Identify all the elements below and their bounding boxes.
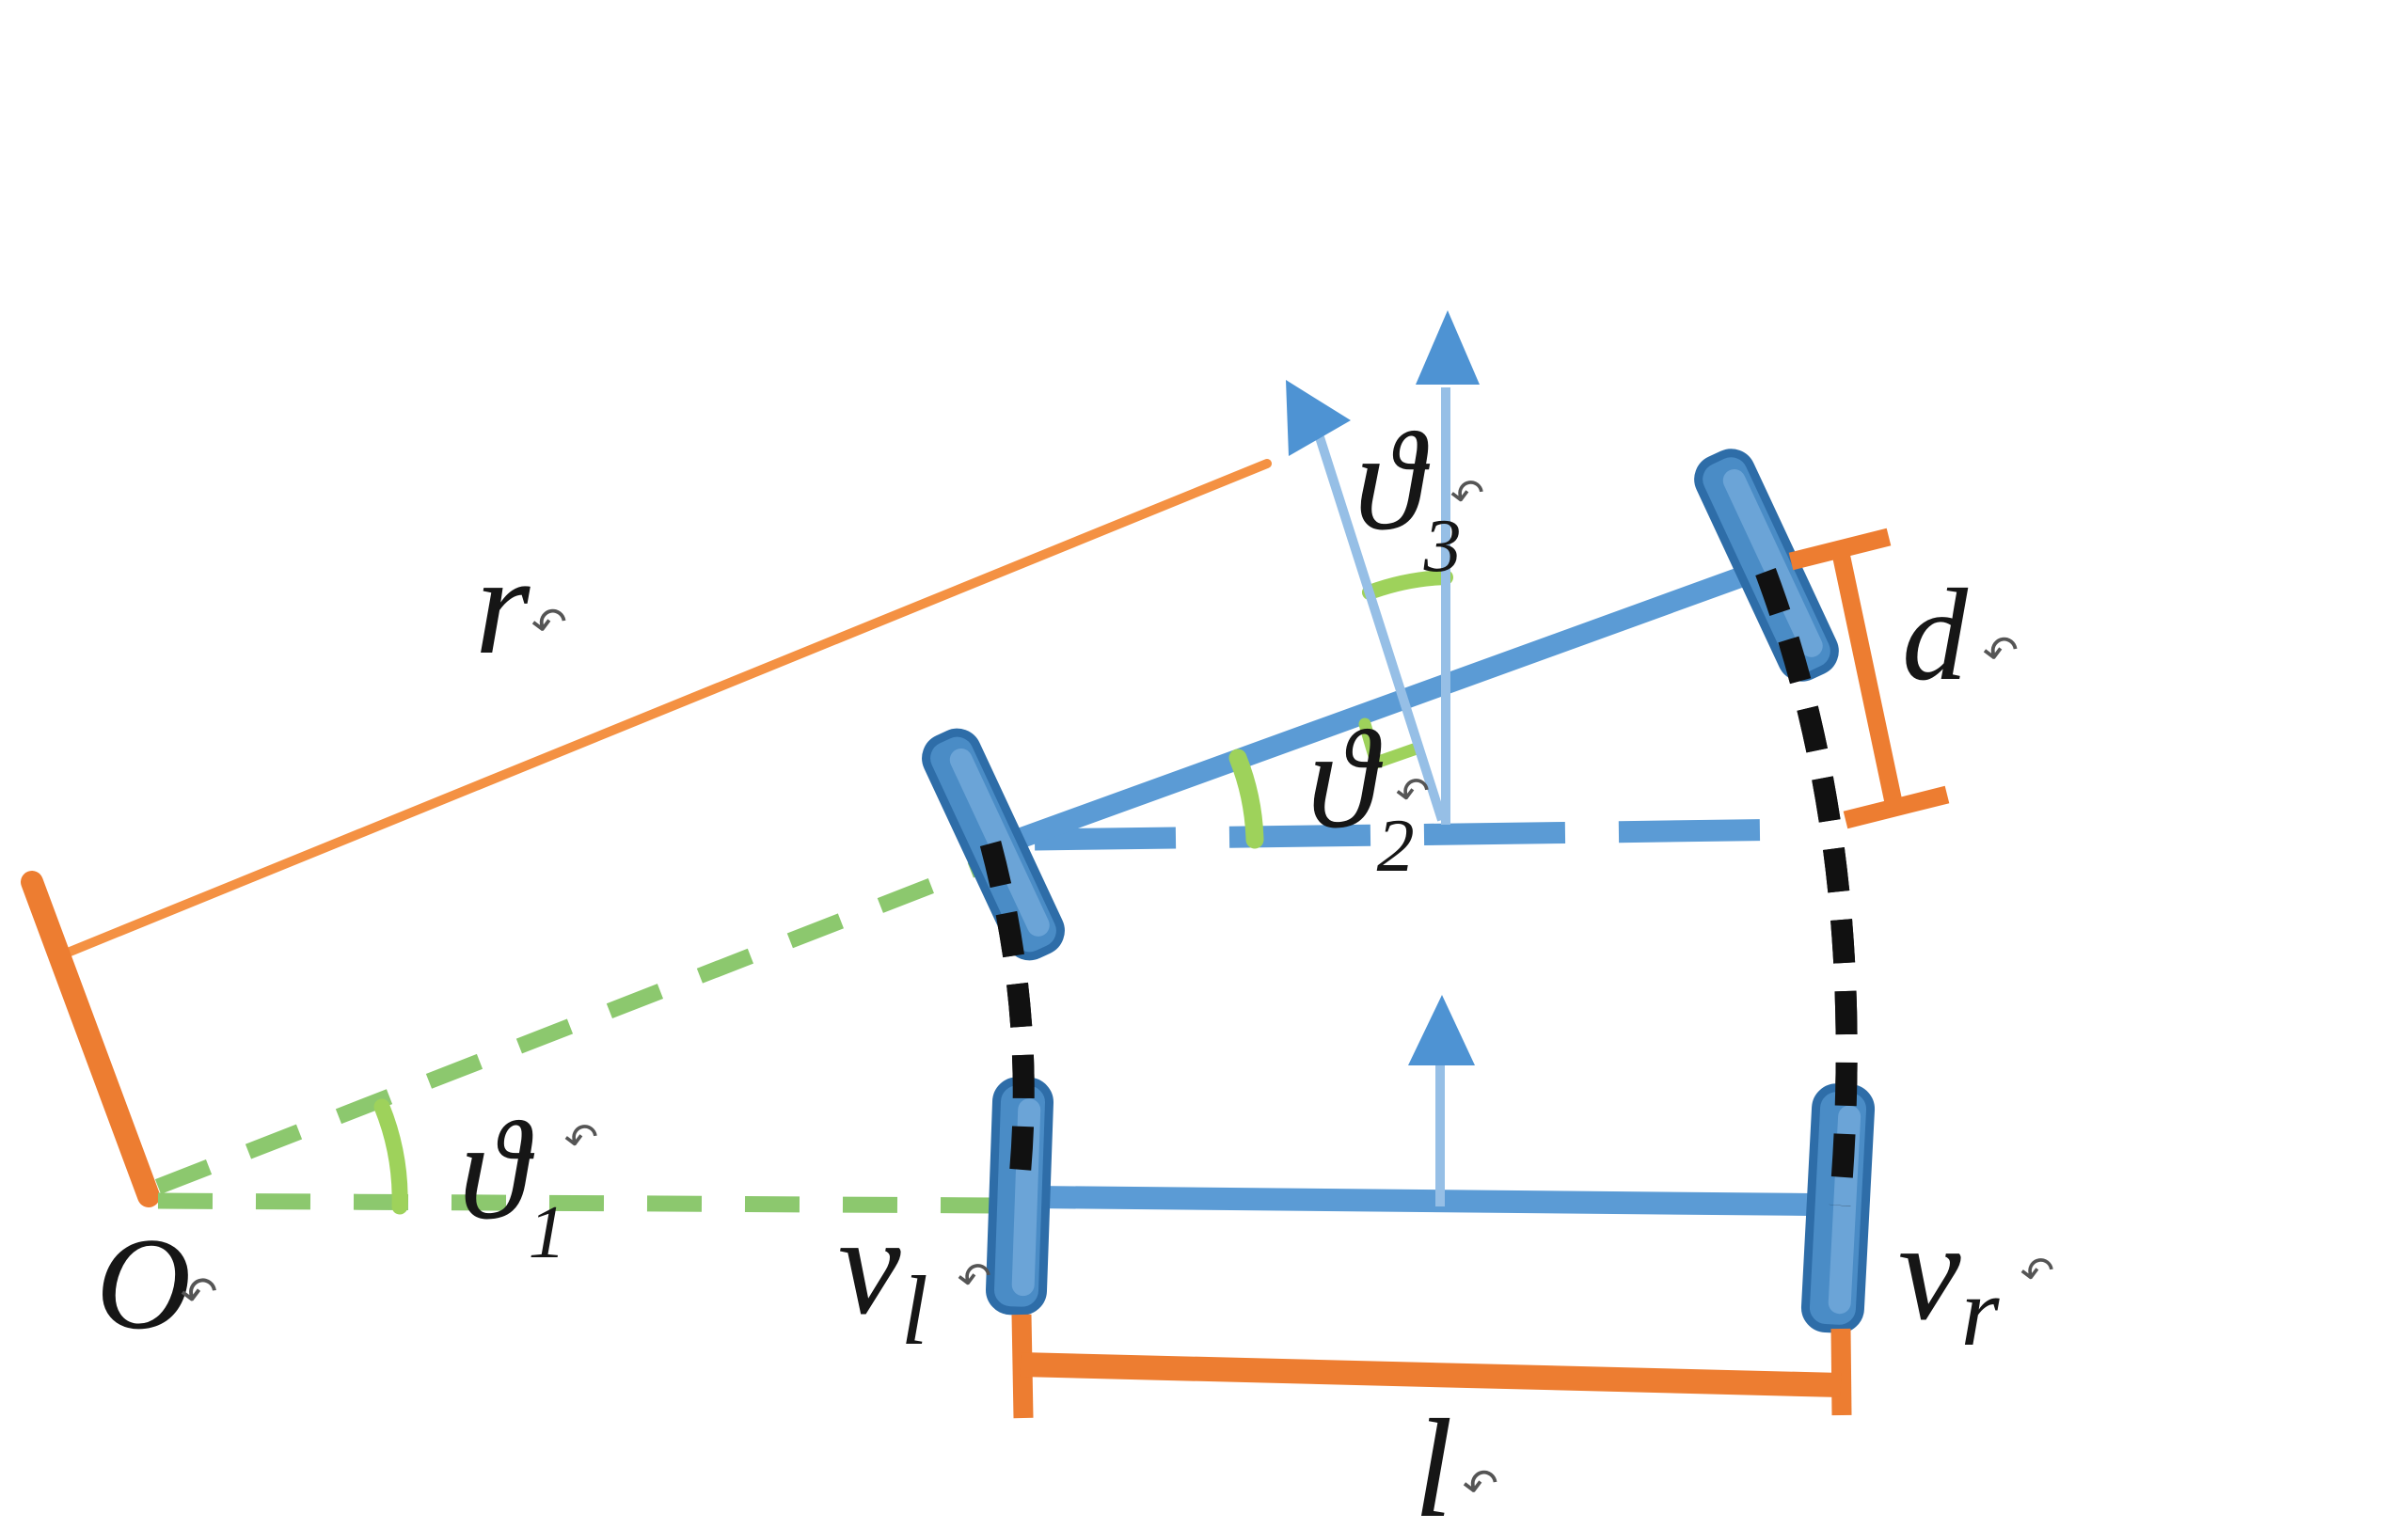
theta1-base: ϑ: [459, 1093, 529, 1249]
left-trajectory-arc-overlay: [979, 841, 1035, 1198]
radius-label: r: [475, 528, 531, 684]
l-bracket-bar: [1020, 1352, 1842, 1397]
theta3-subscript: 3: [1423, 505, 1462, 588]
velocity-left-label: vl: [838, 1195, 928, 1360]
right-trajectory-arc-overlay: [1755, 567, 1858, 1206]
rotated-right-wheel-face: [1722, 469, 1823, 657]
rotated-right-wheel: [1694, 449, 1839, 682]
theta2-label: ϑ2: [1307, 709, 1415, 884]
theta3-return-mark: ↶: [1447, 468, 1489, 522]
d-bracket-stem: [1830, 547, 1903, 804]
axle-length-return-mark: ↶: [1459, 1457, 1503, 1513]
rotated-pose-reference-dashed-line: [1034, 818, 1809, 851]
wheel-distance-return-mark: ↶: [1979, 623, 2023, 680]
origin-label: O: [96, 1211, 192, 1357]
radius-line: [63, 459, 1272, 957]
origin-return-mark: ↶: [177, 1265, 222, 1323]
origin-to-rotated-wheel-dashed-line: [154, 861, 978, 1194]
theta3-base: ϑ: [1354, 403, 1424, 560]
theta3-arc: [1362, 570, 1453, 600]
theta1-subscript: 1: [528, 1191, 566, 1274]
l-bracket-right-cap: [1830, 1328, 1852, 1416]
d-bracket-top-cap: [1788, 528, 1892, 571]
left-wheel: [986, 1077, 1054, 1316]
rotated-heading-arrow-shaft: [1315, 435, 1447, 822]
right-angle-mark: [1358, 717, 1420, 771]
right-wheel: [1800, 1083, 1876, 1333]
velocity-right-base: v: [1898, 1193, 1961, 1349]
vertical-heading-arrow-head-icon: [1416, 310, 1480, 385]
velocity-left-subscript: l: [900, 1255, 928, 1365]
axle: [1032, 1186, 1813, 1216]
origin-radius-cap: [21, 871, 160, 1207]
theta3-label: ϑ3: [1354, 411, 1462, 584]
d-bracket-bottom-cap: [1843, 785, 1950, 829]
radius-return-mark: ↶: [528, 595, 572, 652]
theta2-arc: [1228, 749, 1264, 849]
velocity-left-base: v: [838, 1188, 901, 1344]
axle-length-label: l: [1414, 1391, 1453, 1529]
rotated-heading-arrow-head-icon: [1286, 380, 1351, 456]
velocity-right-return-mark: ↶: [2017, 1246, 2059, 1300]
velocity-right-label: vr: [1898, 1201, 1999, 1361]
origin-to-left-wheel-dashed-line: [157, 1192, 996, 1214]
theta1-label: ϑ1: [459, 1100, 566, 1270]
velocity-right-subscript: r: [1960, 1256, 2000, 1366]
velocity-left-return-mark: ↶: [954, 1252, 996, 1305]
theta1-arc: [373, 1098, 408, 1215]
theta2-return-mark: ↶: [1392, 766, 1434, 820]
theta2-base: ϑ: [1307, 701, 1377, 858]
robot-heading-arrow-head-icon: [1408, 995, 1475, 1065]
rotated-axle: [1007, 567, 1744, 852]
wheel-distance-label: d: [1902, 562, 1968, 708]
theta2-subscript: 2: [1376, 805, 1415, 888]
theta1-return-mark: ↶: [561, 1112, 603, 1166]
